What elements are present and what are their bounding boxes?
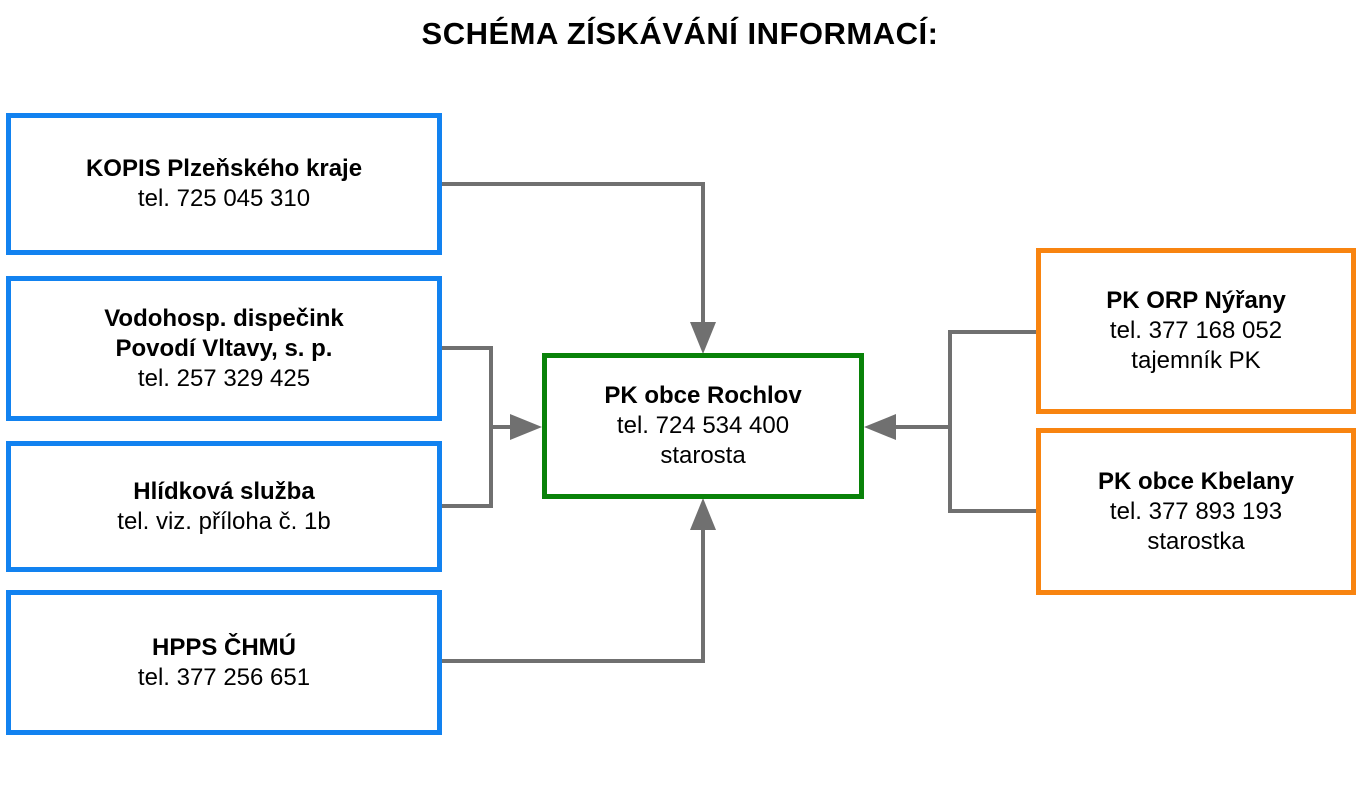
edge-nyrany-to-center <box>948 330 1036 427</box>
center-role: starosta <box>660 442 746 469</box>
arrowhead-right <box>864 414 896 440</box>
partner-name: PK ORP Nýřany <box>1106 287 1286 314</box>
edge-kopis-to-center <box>442 182 705 326</box>
source-phone: tel. 257 329 425 <box>137 364 311 392</box>
partner-phone: tel. 377 168 052 <box>1109 317 1283 344</box>
source-name: KOPIS Plzeňského kraje <box>85 155 363 182</box>
edge-vodo-to-center <box>442 346 493 427</box>
source-phone: tel. viz. příloha č. 1b <box>117 507 331 535</box>
edge-kbelany-to-center <box>948 427 1036 513</box>
source-name: Vodohosp. dispečink <box>104 304 344 332</box>
source-box-hpps: HPPS ČHMÚ tel. 377 256 651 <box>6 590 442 735</box>
source-name: Hlídková služba <box>133 477 315 505</box>
center-box-rochlov: PK obce Rochlov tel. 724 534 400 starost… <box>542 353 864 499</box>
partner-name: PK obce Kbelany <box>1097 467 1295 495</box>
center-phone: tel. 724 534 400 <box>616 412 790 439</box>
source-box-hlidka: Hlídková služba tel. viz. příloha č. 1b <box>6 441 442 572</box>
source-phone: tel. 725 045 310 <box>137 185 311 212</box>
partner-role: starostka <box>1147 527 1245 555</box>
edge-hpps-to-center <box>442 527 705 663</box>
partner-box-nyrany: PK ORP Nýřany tel. 377 168 052 tajemník … <box>1036 248 1356 414</box>
center-name: PK obce Rochlov <box>604 382 802 409</box>
source-box-vodohosp: Vodohosp. dispečink Povodí Vltavy, s. p.… <box>6 276 442 421</box>
partner-box-kbelany: PK obce Kbelany tel. 377 893 193 starost… <box>1036 428 1356 595</box>
source-name-line2: Povodí Vltavy, s. p. <box>115 334 333 362</box>
partner-phone: tel. 377 893 193 <box>1109 497 1283 525</box>
source-box-kopis: KOPIS Plzeňského kraje tel. 725 045 310 <box>6 113 442 255</box>
diagram-title: SCHÉMA ZÍSKÁVÁNÍ INFORMACÍ: <box>421 16 939 51</box>
source-phone: tel. 377 256 651 <box>137 663 311 691</box>
arrowhead-bottom <box>690 498 716 530</box>
source-name: HPPS ČHMÚ <box>151 633 296 661</box>
edge-hlidka-to-center <box>442 427 493 508</box>
partner-role: tajemník PK <box>1131 347 1261 374</box>
arrowhead-top <box>690 322 716 354</box>
arrowhead-left <box>510 414 542 440</box>
